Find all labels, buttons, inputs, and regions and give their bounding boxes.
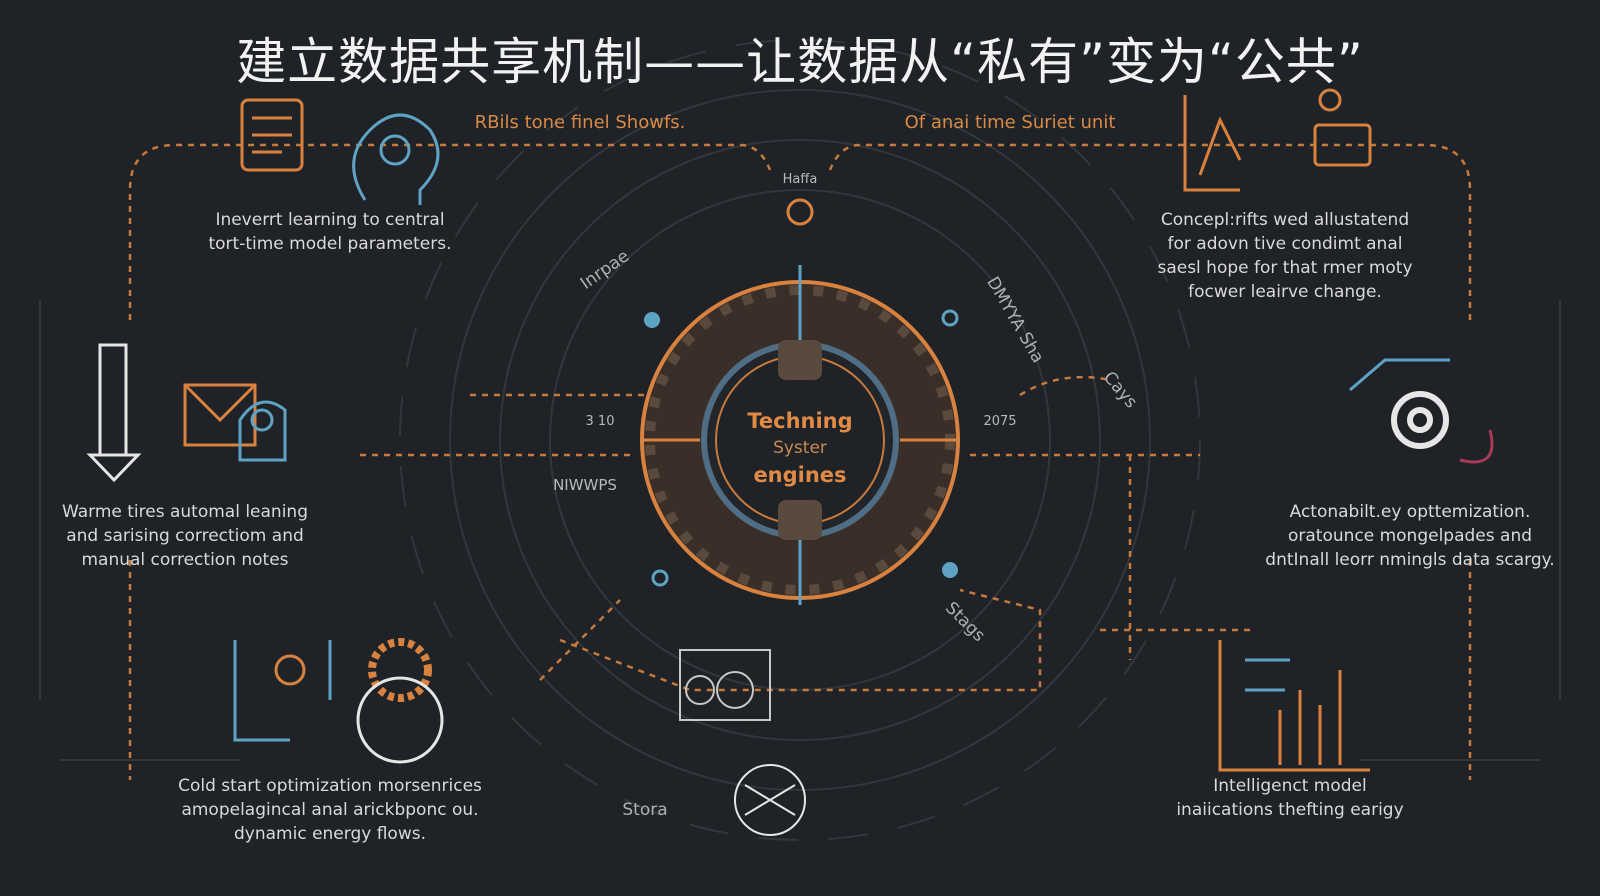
document-scroll-icon (240, 98, 304, 172)
orbit-ring-icon (786, 198, 814, 226)
core-engines: engines (753, 463, 847, 487)
compass-icon (734, 764, 806, 836)
caption-top-left: Ineverrt learning to central tort-time m… (208, 210, 452, 254)
caption-mid-left: Warme tires automal leaning and sarising… (61, 502, 308, 570)
page-title: 建立数据共享机制——让数据从“私有”变为“公共” (236, 33, 1364, 91)
core-subtitle: Syster (773, 438, 827, 458)
storm-label: Stora (622, 800, 668, 820)
nwwps-label: NIWWPS (553, 476, 617, 494)
caption-bottom-left: Cold start optimization morsenrices amop… (178, 776, 482, 844)
core-wheel (640, 198, 960, 605)
caption-bottom-right: Intelligenct model inaiications thefting… (1176, 776, 1404, 820)
right-tick-label: 2075 (983, 414, 1017, 429)
top-right-label: Of anai time Suriet unit (904, 112, 1116, 133)
gear-badge-icon (1349, 358, 1494, 464)
top-left-label: RBils tone finel Showfs. (474, 112, 686, 133)
funnel-tower-icon (86, 343, 257, 483)
core-top-label: Haffa (782, 172, 818, 187)
machine-box-icon (679, 649, 771, 721)
background-lines (39, 39, 1561, 841)
gear-flow-icon (233, 638, 444, 764)
caption-mid-right: Actonabilt.ey opttemization. oratounce m… (1265, 502, 1555, 570)
caption-top-right: Concepl:rifts wed allustatend for adovn … (1157, 210, 1413, 302)
bar-chart-icon (1218, 640, 1370, 772)
robot-arm-icon (238, 400, 287, 462)
left-tick-label: 3 10 (585, 414, 615, 429)
core-title: Techning (747, 409, 853, 433)
connector-lines (128, 143, 1472, 780)
dashboard-chart-icon (1183, 88, 1372, 192)
brain-head-icon (352, 113, 440, 205)
